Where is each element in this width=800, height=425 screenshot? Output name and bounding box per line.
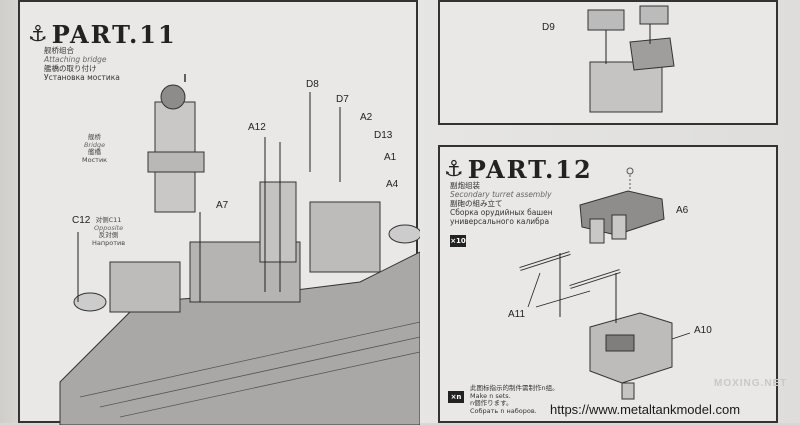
leader-line bbox=[527, 272, 541, 308]
radar-dish bbox=[160, 84, 186, 110]
label-a2: A2 bbox=[360, 112, 373, 123]
label-c12: C12 bbox=[72, 215, 91, 226]
note-en: Make n sets. bbox=[470, 391, 511, 400]
secondary-turret-drawing bbox=[519, 167, 691, 400]
note-cn: 此图标指示的制件需制作n组。 bbox=[470, 384, 559, 392]
gun-barrel-a11 bbox=[569, 270, 621, 288]
opposite-jp: 反対側 bbox=[98, 231, 119, 239]
turret bbox=[388, 224, 420, 244]
bridge-ru: Мостик bbox=[82, 155, 108, 164]
subtitle-ru: Установка мостика bbox=[44, 73, 120, 82]
subtitle-cn: 副炮组装 bbox=[450, 181, 480, 190]
opposite-en: Opposite bbox=[93, 223, 124, 232]
funnel bbox=[259, 181, 297, 263]
bridge-jp: 艦橋 bbox=[88, 148, 102, 156]
subtitle-cn: 舰桥组合 bbox=[44, 46, 74, 55]
subtitle-en: Secondary turret assembly bbox=[450, 190, 552, 199]
note-jp: n個作ります。 bbox=[470, 399, 513, 407]
note-ru: Собрать n наборов. bbox=[470, 406, 537, 415]
opposite-ru: Напротив bbox=[92, 238, 126, 247]
leader-line bbox=[671, 332, 691, 340]
part-12-subtitle: 副炮组装 Secondary turret assembly 副砲の組み立て С… bbox=[450, 181, 553, 226]
label-a11: A11 bbox=[508, 309, 526, 320]
label-d9: D9 bbox=[542, 22, 555, 33]
gun-port bbox=[611, 214, 627, 240]
quantity-note: 此图标指示的制件需制作n组。 Make n sets. n個作ります。 Собр… bbox=[470, 384, 559, 415]
deck-line bbox=[99, 336, 420, 408]
subtitle-ru: Сборка орудийных башен bbox=[450, 208, 553, 217]
deck-line bbox=[119, 351, 420, 418]
label-a7: A7 bbox=[216, 200, 229, 211]
gun-port bbox=[589, 218, 605, 244]
part-12-title: PART.12 bbox=[467, 155, 593, 184]
url-watermark: https://www.metaltankmodel.com bbox=[550, 402, 741, 417]
marker-circle bbox=[626, 167, 634, 175]
opposite-caption: 对侧C11 Opposite 反対側 Напротив bbox=[92, 216, 126, 247]
opposite-cn: 对侧C11 bbox=[95, 216, 122, 224]
part-piece bbox=[587, 9, 625, 31]
anchor-icon: ⚓ bbox=[444, 156, 464, 182]
label-a4: A4 bbox=[386, 179, 399, 190]
part-11-header: ⚓ PART.11 bbox=[28, 20, 177, 49]
turret bbox=[73, 292, 107, 312]
subtitle-en: Attaching bridge bbox=[44, 55, 107, 64]
label-a12: A12 bbox=[248, 122, 266, 133]
part-11-subtitle: 舰桥组合 Attaching bridge 艦橋の取り付け Установка … bbox=[44, 46, 120, 82]
base-cavity bbox=[605, 334, 635, 352]
superstructure-block bbox=[309, 201, 381, 273]
leader-line bbox=[535, 290, 591, 308]
subtitle-jp: 艦橋の取り付け bbox=[44, 64, 97, 73]
label-d8: D8 bbox=[306, 79, 319, 90]
base-pivot bbox=[621, 382, 635, 400]
bridge-caption: 舰桥 Bridge 艦橋 Мостик bbox=[82, 133, 108, 164]
turret-d9-drawing bbox=[587, 5, 675, 113]
label-a1: A1 bbox=[384, 152, 397, 163]
quantity-badge: ×10 bbox=[450, 235, 466, 247]
label-a10: A10 bbox=[694, 325, 712, 336]
part-12-panel: ⚓ PART.12 副炮组装 Secondary turret assembly… bbox=[438, 145, 778, 423]
part-11-title: PART.11 bbox=[51, 20, 177, 49]
deck-line bbox=[79, 321, 420, 398]
turret-top bbox=[629, 37, 675, 71]
turret-base bbox=[589, 61, 663, 113]
bridge-deck bbox=[147, 151, 205, 173]
gun-barrel-a11 bbox=[519, 252, 571, 270]
subtitle-ru-2: универсального калибра bbox=[450, 217, 550, 226]
battleship-drawing bbox=[59, 74, 420, 425]
part-11-panel: ⚓ PART.11 舰桥组合 Attaching bridge 艦橋の取り付け … bbox=[18, 0, 420, 425]
label-d7: D7 bbox=[336, 94, 349, 105]
part-piece bbox=[639, 5, 669, 25]
superstructure-block bbox=[109, 261, 181, 313]
note-badge: ×n bbox=[448, 391, 464, 403]
anchor-icon: ⚓ bbox=[28, 21, 48, 47]
label-d13: D13 bbox=[374, 130, 393, 141]
subtitle-jp: 副砲の組み立て bbox=[450, 199, 503, 208]
bridge-cn: 舰桥 bbox=[88, 133, 102, 141]
brand-watermark: MOXING.NET bbox=[714, 378, 788, 389]
part-12-header: ⚓ PART.12 bbox=[444, 155, 593, 184]
bridge-en: Bridge bbox=[83, 140, 106, 149]
label-a6: A6 bbox=[676, 205, 689, 216]
part-10-panel: D9 bbox=[438, 0, 778, 125]
